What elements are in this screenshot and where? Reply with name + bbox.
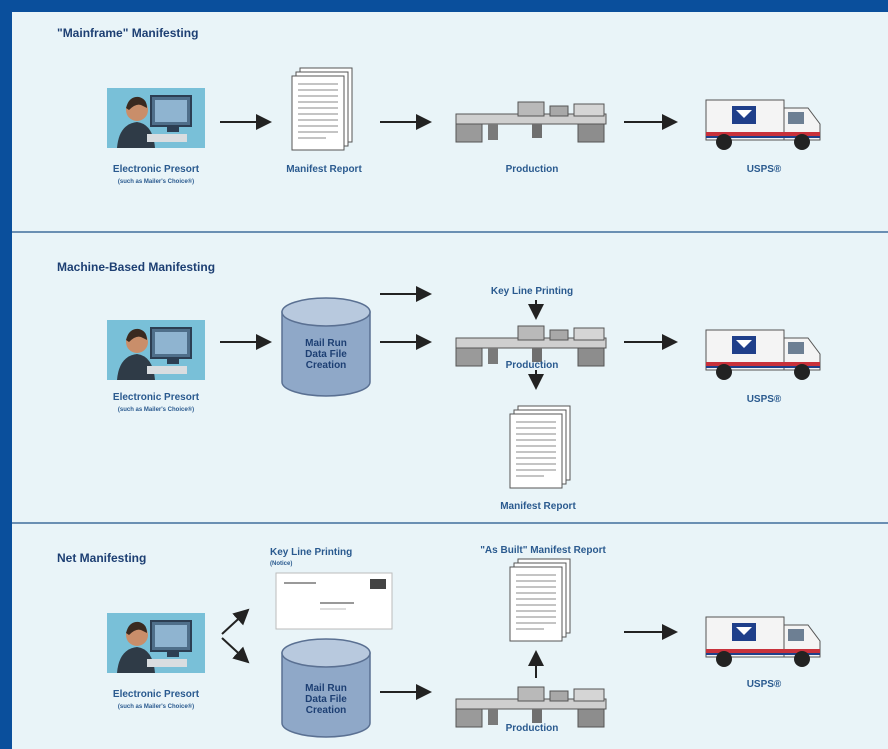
section-divider [12,231,888,233]
section-title: "Mainframe" Manifesting [57,26,199,40]
production-label: Production [505,723,559,734]
keyline-label: Key Line Printing [490,286,574,297]
document-stack-icon [290,67,358,152]
arrow [221,608,250,635]
presort-label: Electronic Presort [112,164,200,175]
section-title: Machine-Based Manifesting [57,260,216,274]
mail-truck-icon [702,322,826,384]
computer-user-icon [107,320,205,380]
mail-inserter-machine-icon [452,320,608,368]
section-machine-based: Machine-Based Manifesting Electronic Pre… [12,234,888,524]
computer-user-icon [107,88,205,148]
diagram-frame: "Mainframe" Manifesting Electronic Preso… [12,12,888,749]
presort-sublabel: (such as Mailer's Choice®) [117,179,195,185]
mail-truck-icon [702,92,826,154]
datafile-label: Mail Run Data File Creation [305,683,347,716]
mail-inserter-machine-icon [452,96,608,144]
arrow [221,637,250,664]
database-cylinder-icon [276,296,376,398]
usps-label: USPS® [746,164,782,175]
presort-label: Electronic Presort [112,689,200,700]
as-built-label: "As Built" Manifest Report [480,545,606,556]
notice-card-icon [275,572,393,630]
flow-arrows [220,114,678,700]
usps-label: USPS® [746,679,782,690]
computer-user-icon [107,613,205,673]
section-title: Net Manifesting [57,551,147,565]
mail-truck-icon [702,609,826,671]
keyline-sublabel: (Notice) [270,561,293,567]
datafile-label: Mail Run Data File Creation [305,338,347,371]
database-cylinder-icon [276,637,376,739]
production-label: Production [505,164,559,175]
production-label: Production [505,360,559,371]
report-label: Manifest Report [500,501,576,512]
presort-sublabel: (such as Mailer's Choice®) [117,704,195,710]
usps-label: USPS® [746,394,782,405]
document-stack-icon [508,558,576,643]
section-net-manifesting: Net Manifesting Electronic Presort (such… [12,525,888,749]
document-stack-icon [508,405,576,490]
section-mainframe: "Mainframe" Manifesting Electronic Preso… [12,12,888,234]
mail-inserter-machine-icon [452,681,608,729]
report-label: Manifest Report [286,164,362,175]
section-divider [12,522,888,524]
presort-label: Electronic Presort [112,392,200,403]
keyline-label: Key Line Printing [270,547,353,558]
presort-sublabel: (such as Mailer's Choice®) [117,407,195,413]
